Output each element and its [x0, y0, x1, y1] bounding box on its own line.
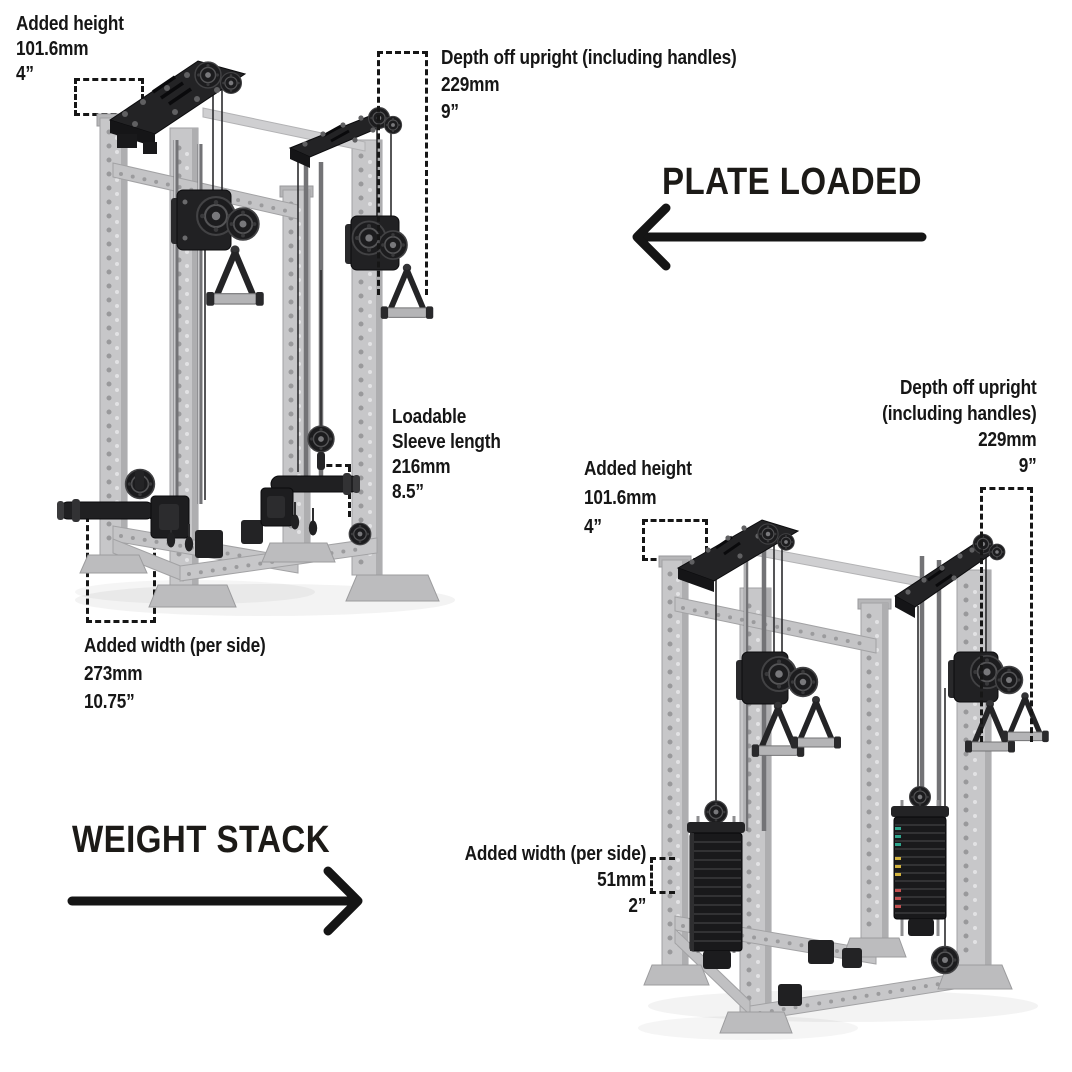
dimension-line: 101.6mm — [584, 487, 657, 509]
dimension-line: Sleeve length — [392, 431, 501, 453]
added-height-right-label: Added height 101.6mm 4” — [584, 455, 692, 542]
dimension-line: 4” — [16, 63, 34, 85]
added-width-right-label: Added width (per side) 51mm 2” — [464, 841, 646, 919]
dimension-line: 9” — [441, 101, 459, 123]
dimension-line: 4” — [584, 516, 602, 538]
dimension-line: 273mm — [84, 663, 143, 685]
dimension-line: Added width (per side) — [84, 635, 266, 657]
added-width-right-dashed-bracket — [650, 857, 675, 894]
d-handle-left — [206, 245, 264, 305]
loadable-sleeve-right — [260, 425, 372, 546]
d-handle-left-b — [791, 696, 841, 749]
dimension-line: Added height — [584, 458, 692, 480]
dimension-line: 229mm — [441, 74, 500, 96]
weight-stack-title: WEIGHT STACK — [72, 819, 331, 861]
added-width-left-dashed-box — [86, 516, 156, 623]
dimension-line: 10.75” — [84, 691, 135, 713]
depth-left-dashed-box — [377, 51, 428, 295]
dimension-line: Depth off upright (including handles) — [441, 47, 737, 69]
dimension-line: Added height — [16, 13, 124, 35]
d-handle-left-a — [752, 702, 805, 757]
dimension-line: 51mm — [596, 869, 646, 891]
loadable-sleeve-dashed-line — [317, 464, 351, 467]
floor-shadow — [638, 990, 1038, 1040]
guide-rods-and-cables — [715, 538, 987, 953]
added-height-left-label: Added height 101.6mm 4” — [16, 12, 124, 87]
weight-stack-arrow — [67, 866, 363, 936]
dimension-line: Loadable — [392, 406, 467, 428]
cable-carriage-left — [171, 189, 264, 306]
dimension-line: Depth off upright — [900, 377, 1037, 399]
depth-right-dashed-box — [980, 487, 1033, 742]
plate-loaded-title: PLATE LOADED — [662, 161, 922, 203]
dimension-line: 101.6mm — [16, 38, 89, 60]
guide-rods-and-cables — [173, 84, 392, 504]
dimension-line: 216mm — [392, 456, 451, 478]
dimension-line: 229mm — [978, 429, 1038, 451]
dimension-line: Added width (per side) — [464, 843, 646, 865]
dimension-line: 9” — [1019, 455, 1037, 477]
rack-frame — [643, 542, 1013, 1034]
added-width-left-label: Added width (per side) 273mm 10.75” — [84, 632, 266, 716]
dimension-line: 8.5” — [392, 481, 424, 503]
dimension-line: (including handles) — [882, 403, 1038, 425]
weight-stack-left — [687, 800, 745, 969]
depth-right-label: Depth off upright (including handles) 22… — [882, 375, 1038, 479]
plate-loaded-arrow — [632, 203, 927, 271]
stack-pin-color-labels — [895, 827, 901, 908]
dimension-line: 2” — [628, 895, 646, 917]
loadable-sleeve-label: Loadable Sleeve length 216mm 8.5” — [392, 405, 501, 505]
weight-stack-right — [778, 785, 960, 1006]
depth-left-label: Depth off upright (including handles) 22… — [441, 45, 737, 126]
loadable-sleeve-dashed-drop — [348, 466, 351, 517]
cable-carriage-left — [736, 651, 841, 757]
